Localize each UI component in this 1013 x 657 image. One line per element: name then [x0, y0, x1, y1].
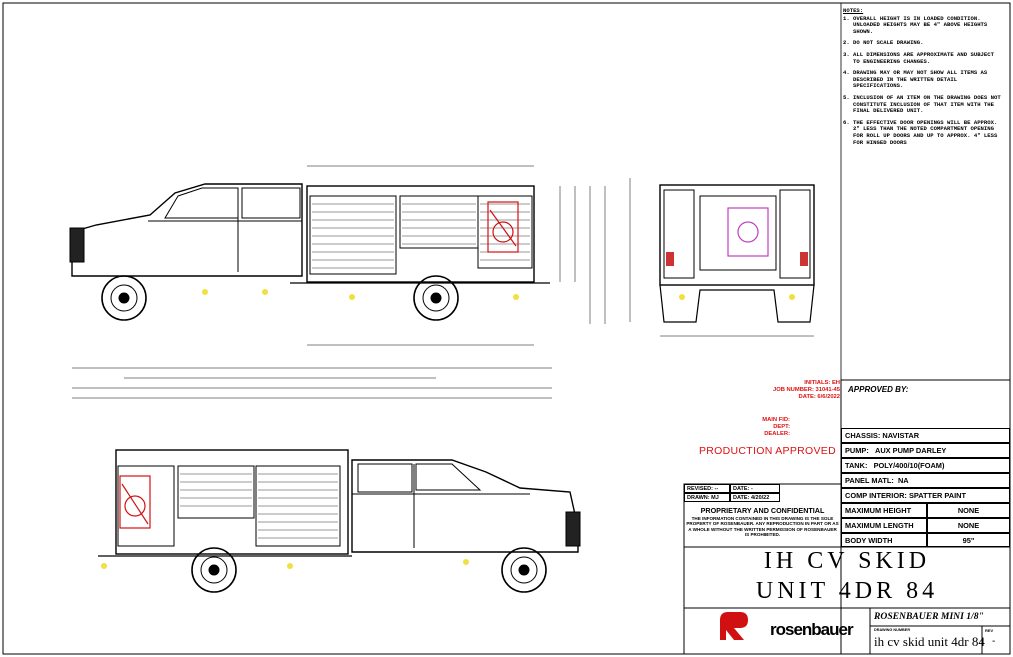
- drawing-number-label: DRAWING NUMBER: [874, 628, 911, 632]
- proprietary-notice: PROPRIETARY AND CONFIDENTIAL THE INFORMA…: [686, 506, 839, 538]
- dim-value: NONE: [927, 503, 1010, 518]
- drawing-number: ih cv skid unit 4dr 84: [874, 634, 985, 649]
- side-view-left: [69, 165, 606, 399]
- note-item: 6.THE EFFECTIVE DOOR OPENINGS WILL BE AP…: [843, 118, 998, 146]
- production-approved: PRODUCTION APPROVED: [699, 445, 836, 457]
- notes-panel: NOTES: 1.OVERALL HEIGHT IS IN LOADED CON…: [843, 7, 1003, 198]
- rear-view: [629, 178, 815, 337]
- rev-label: REV: [985, 628, 994, 633]
- approved-by-label: APPROVED BY:: [848, 385, 909, 394]
- revised-date-cell: DATE: -: [730, 484, 780, 493]
- rosenbauer-logo-text: rosenbauer: [770, 620, 854, 639]
- drawn-cell: DRAWN: MJ: [684, 493, 730, 502]
- note-item: 2.DO NOT SCALE DRAWING.: [843, 39, 924, 47]
- rev-value: -: [992, 636, 996, 647]
- notes-title: NOTES:: [843, 7, 864, 14]
- dim-value: NONE: [927, 518, 1010, 533]
- drawn-date-cell: DATE: 4/20/22: [730, 493, 780, 502]
- title-line-2: UNIT 4DR 84: [755, 578, 939, 604]
- approval-stamp: INITIALS: EH JOB NUMBER: 31041-45 DATE: …: [762, 380, 840, 437]
- dim-label: MAXIMUM LENGTH: [841, 518, 927, 533]
- note-item: 3.ALL DIMENSIONS ARE APPROXIMATE AND SUB…: [843, 50, 994, 65]
- dim-label: MAXIMUM HEIGHT: [841, 503, 927, 518]
- side-view-right: [98, 449, 581, 593]
- note-item: 5.INCLUSION OF AN ITEM ON THE DRAWING DO…: [843, 93, 1001, 115]
- rosenbauer-logo-mark: [720, 612, 748, 640]
- spec-row: PUMP: AUX PUMP DARLEY: [841, 443, 1010, 458]
- spec-row: COMP INTERIOR: SPATTER PAINT: [841, 488, 1010, 503]
- dim-value: 95": [927, 533, 1010, 547]
- company-label: ROSENBAUER MINI 1/8": [874, 611, 984, 622]
- dim-label: BODY WIDTH: [841, 533, 927, 547]
- spec-row: CHASSIS: NAVISTAR: [841, 428, 1010, 443]
- revised-cell: REVISED: --: [684, 484, 730, 493]
- note-item: 1.OVERALL HEIGHT IS IN LOADED CONDITION.…: [843, 14, 988, 35]
- spec-row: PANEL MATL: NA: [841, 473, 1010, 488]
- note-item: 4.DRAWING MAY OR MAY NOT SHOW ALL ITEMS …: [843, 69, 988, 90]
- title-line-1: IH CV SKID: [763, 548, 931, 574]
- spec-row: TANK: POLY/400/10(FOAM): [841, 458, 1010, 473]
